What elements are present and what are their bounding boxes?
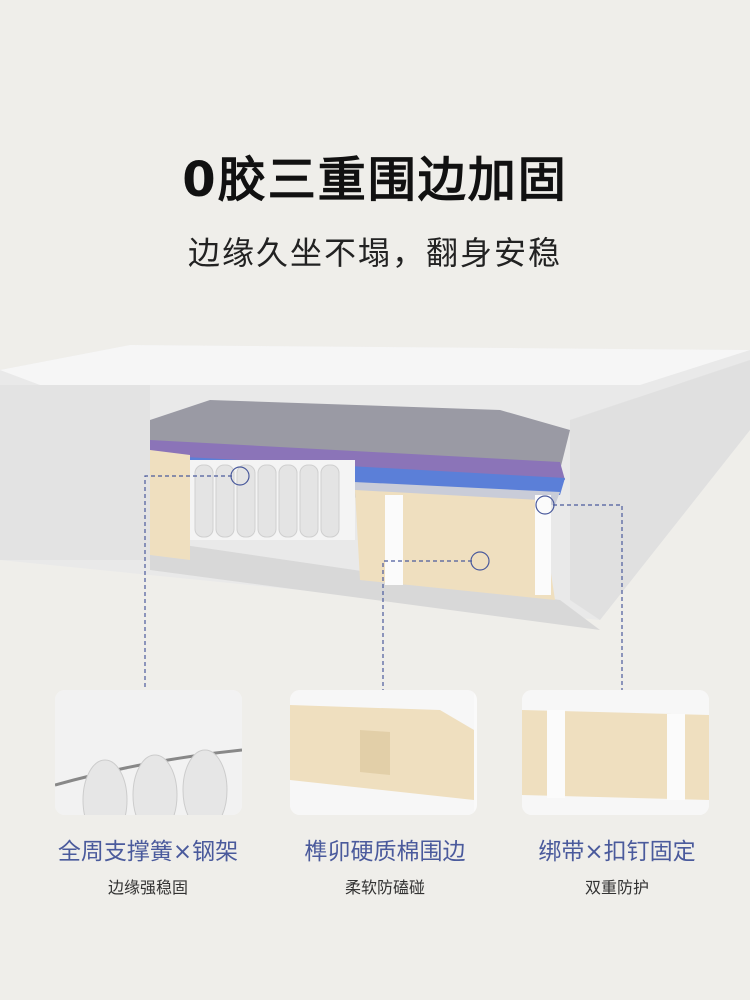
detail-card-spring-frame [55, 690, 242, 815]
page-subtitle: 边缘久坐不塌，翻身安稳 [187, 234, 562, 272]
feature-label: 全周支撑簧×钢架 [57, 839, 239, 865]
feature-sub: 双重防护 [584, 878, 649, 897]
feature-foam-edge: 榫卯硬质棉围边 柔软防磕碰 [260, 832, 510, 898]
detail-card-strap-fix [522, 690, 709, 815]
page-title: 0胶三重围边加固 [182, 152, 568, 208]
feature-sub: 边缘强稳固 [107, 878, 188, 897]
feature-spring-frame: 全周支撑簧×钢架 边缘强稳固 [23, 832, 273, 898]
feature-strap-fix: 绑带×扣钉固定 双重防护 [492, 832, 742, 898]
feature-sub: 柔软防磕碰 [344, 878, 425, 897]
feature-label: 榫卯硬质棉围边 [304, 839, 466, 865]
detail-card-foam-edge [290, 690, 477, 815]
feature-label: 绑带×扣钉固定 [538, 839, 696, 865]
